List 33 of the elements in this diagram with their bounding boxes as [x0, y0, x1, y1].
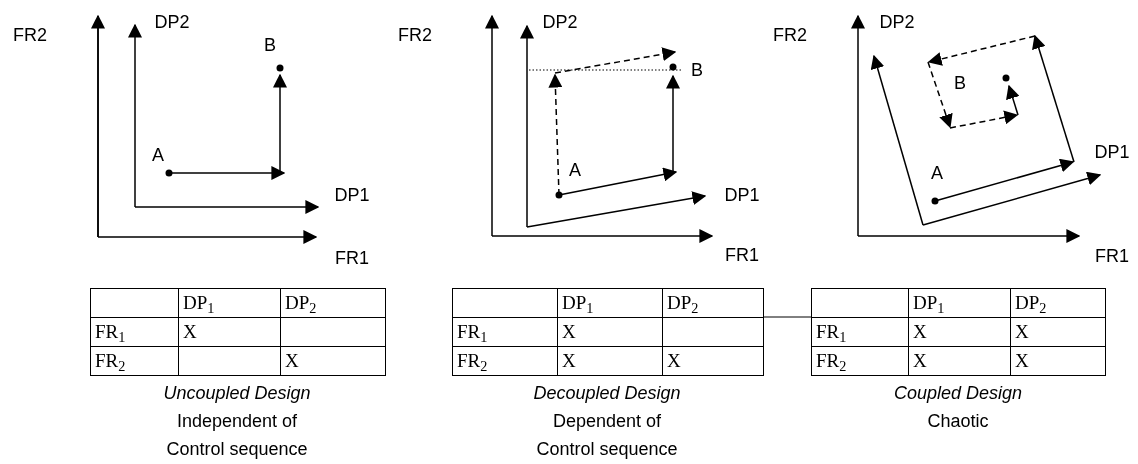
column-header: DP$_{2}$ — [1010, 288, 1106, 318]
design-type-caption: Coupled Design — [893, 382, 1023, 405]
axis-label: DP2 — [879, 13, 915, 31]
point-label: B — [954, 74, 966, 92]
axis-label: DP1 — [724, 186, 760, 204]
matrix-entry: X — [662, 346, 764, 376]
point-label: B — [691, 61, 703, 79]
axis-label: DP2 — [154, 13, 190, 31]
axis-label: FR2 — [773, 26, 807, 44]
column-header: DP$_{2}$ — [280, 288, 386, 318]
axis-label: FR2 — [13, 26, 47, 44]
point-label: A — [931, 164, 943, 182]
axis-label: DP2 — [542, 13, 578, 31]
design-description: Independent of Control sequence — [165, 410, 309, 461]
point-label: B — [264, 36, 276, 54]
axis-label: FR2 — [398, 26, 432, 44]
axis-label: DP1 — [334, 186, 370, 204]
axis-label: FR1 — [1095, 247, 1129, 265]
point-label: A — [569, 161, 581, 179]
matrix-entry: X — [1010, 346, 1106, 376]
point-label: A — [152, 146, 164, 164]
design-description: Dependent of Control sequence — [535, 410, 679, 461]
axis-label: FR1 — [725, 246, 759, 264]
row-header: FR$_{2}$ — [90, 346, 179, 376]
row-header: FR$_{2}$ — [452, 346, 558, 376]
axis-label: DP1 — [1094, 143, 1130, 161]
design-type-caption: Uncoupled Design — [163, 382, 311, 405]
row-header: FR$_{2}$ — [811, 346, 909, 376]
axis-label: FR1 — [335, 249, 369, 267]
column-header: DP$_{2}$ — [662, 288, 764, 318]
design-type-caption: Decoupled Design — [533, 382, 681, 405]
design-description: Chaotic — [926, 410, 990, 433]
matrix-entry: X — [280, 346, 386, 376]
